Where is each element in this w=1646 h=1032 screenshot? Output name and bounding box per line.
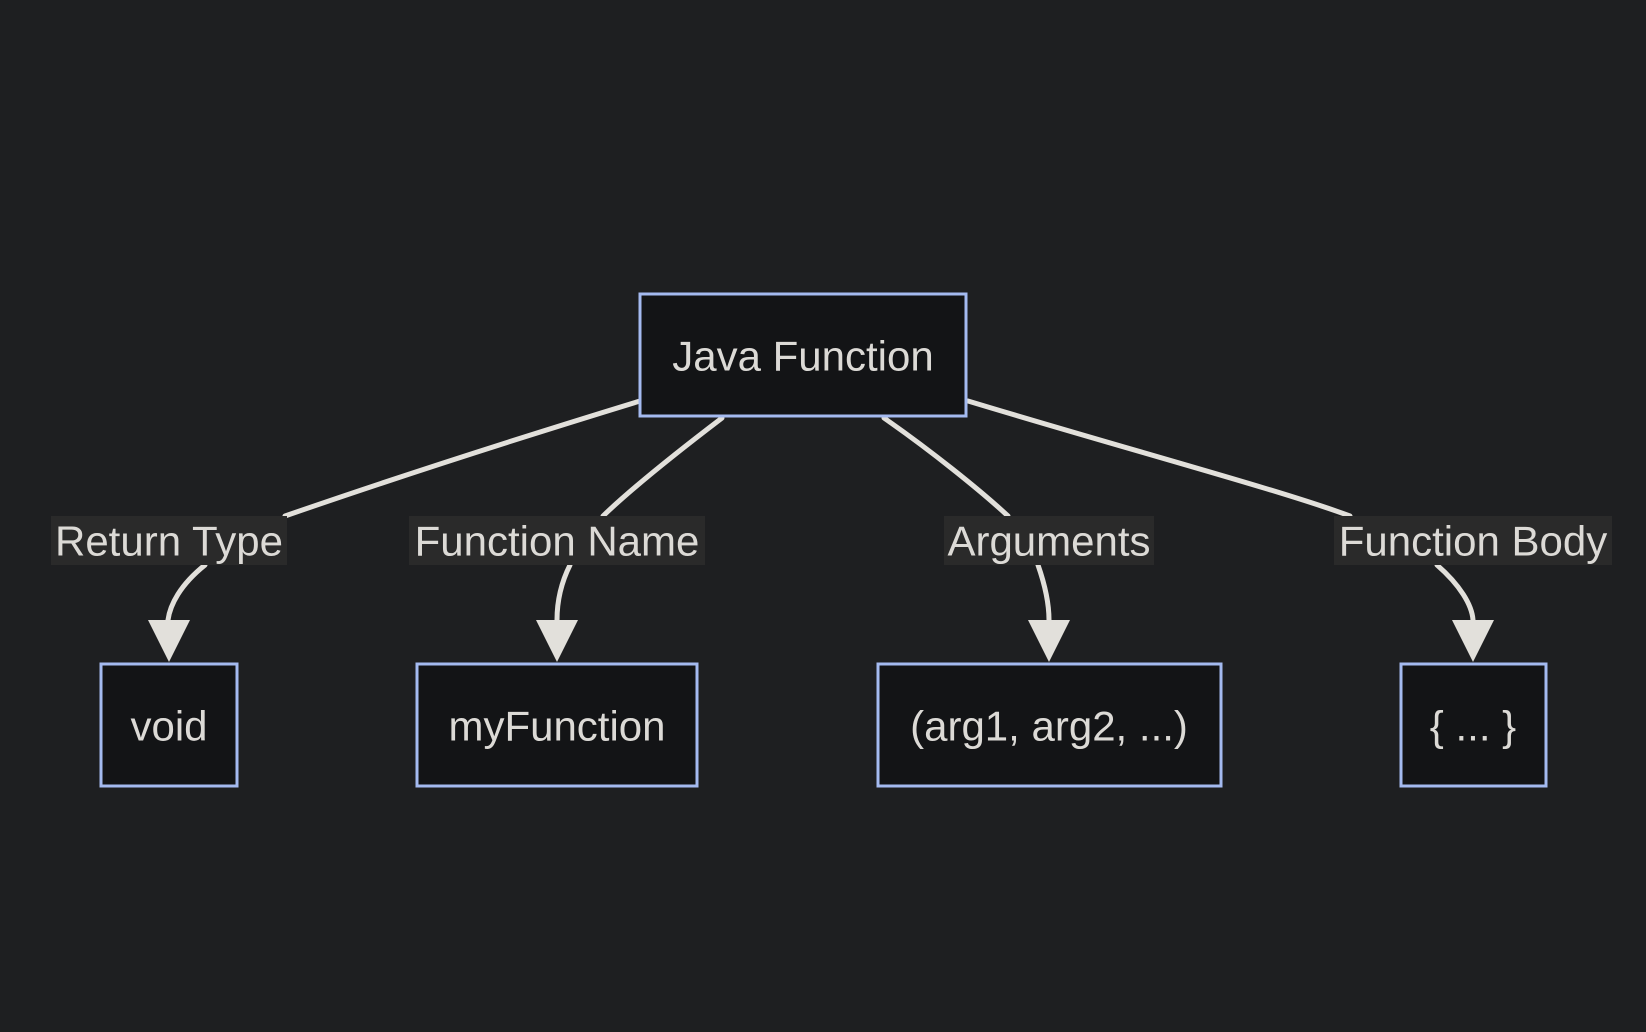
node-java-function: Java Function <box>638 292 968 418</box>
edge-function-body-arrowhead <box>1452 620 1494 662</box>
node-my-function: myFunction <box>415 662 699 788</box>
node-void-box <box>99 662 239 788</box>
node-arguments-box <box>876 662 1223 788</box>
edge-arguments-arrowhead <box>1028 620 1070 662</box>
edge-label-return-type: Return Type <box>51 516 287 565</box>
edge-arguments-line <box>881 415 1052 623</box>
node-function-body-label: { ... } <box>1430 703 1516 750</box>
node-arguments: (arg1, arg2, ...) <box>876 662 1223 788</box>
edge-label-function-name: Function Name <box>409 516 705 565</box>
edge-label-return-type-text: Return Type <box>55 518 283 565</box>
node-my-function-box <box>415 662 699 788</box>
edge-function-name-line <box>554 415 725 623</box>
node-void: void <box>99 662 239 788</box>
edge-return-type-arrowhead <box>148 620 190 662</box>
edges <box>148 398 1494 662</box>
nodes: Java Function void myFunction (arg1, arg… <box>99 292 1548 788</box>
edge-function-body-line <box>965 398 1476 623</box>
edge-return-type-line <box>165 398 643 623</box>
node-arguments-label: (arg1, arg2, ...) <box>910 703 1188 750</box>
edge-label-arguments: Arguments <box>944 516 1154 565</box>
edge-label-arguments-text: Arguments <box>947 518 1150 565</box>
edge-labels: Return Type Function Name Arguments Func… <box>51 516 1612 565</box>
edge-label-function-name-text: Function Name <box>415 518 700 565</box>
edge-function-name-arrowhead <box>536 620 578 662</box>
node-void-label: void <box>130 703 207 750</box>
edge-label-function-body-text: Function Body <box>1339 518 1608 565</box>
edge-label-function-body: Function Body <box>1334 516 1612 565</box>
node-java-function-box <box>638 292 968 418</box>
node-java-function-label: Java Function <box>672 333 933 380</box>
node-my-function-label: myFunction <box>448 703 665 750</box>
node-function-body-box <box>1399 662 1548 788</box>
node-function-body: { ... } <box>1399 662 1548 788</box>
